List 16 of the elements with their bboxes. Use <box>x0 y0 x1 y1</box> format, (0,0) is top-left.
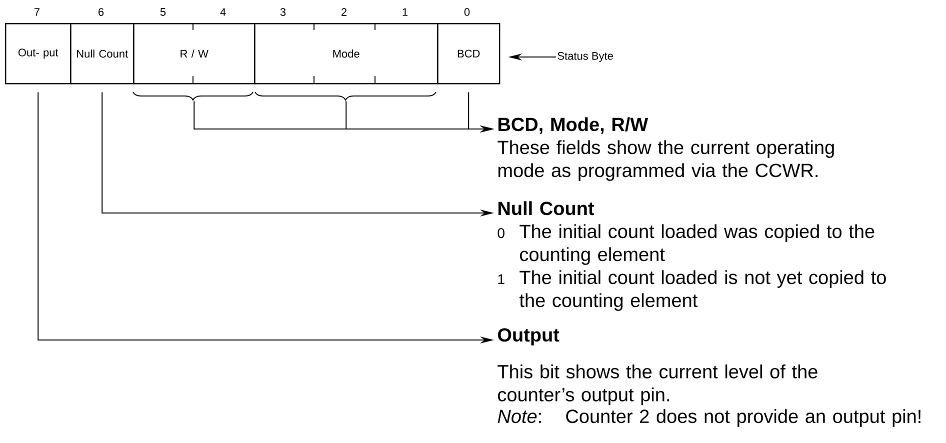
register-field: Null Count <box>70 23 134 84</box>
bit-number: 5 <box>160 8 166 16</box>
bit-number: 1 <box>402 8 408 16</box>
status-byte-label: Status Byte <box>558 52 613 62</box>
description-text: Output This bit shows the current level of the counter’s output pin. Note: Counter 2 does not provide an output pin! <box>498 328 920 427</box>
bit-number: 3 <box>280 8 286 16</box>
bit-number: 6 <box>98 8 104 16</box>
register-field: R / W <box>133 23 256 84</box>
bit-number: 0 <box>464 8 470 16</box>
register-field: BCD <box>437 23 500 84</box>
bit-number: 4 <box>220 8 226 16</box>
register-field: Mode <box>254 23 438 84</box>
description-text: Null Count 0 The initial count loaded was copied to the counting element 1 The initial count loaded is not yet copied to the counting element <box>498 201 886 311</box>
bit-number: 7 <box>34 8 40 16</box>
description-text: BCD, Mode, R/W These fields show the current operating mode as programmed via the CCWR. <box>498 117 834 181</box>
register-field: Out- put <box>5 23 72 84</box>
